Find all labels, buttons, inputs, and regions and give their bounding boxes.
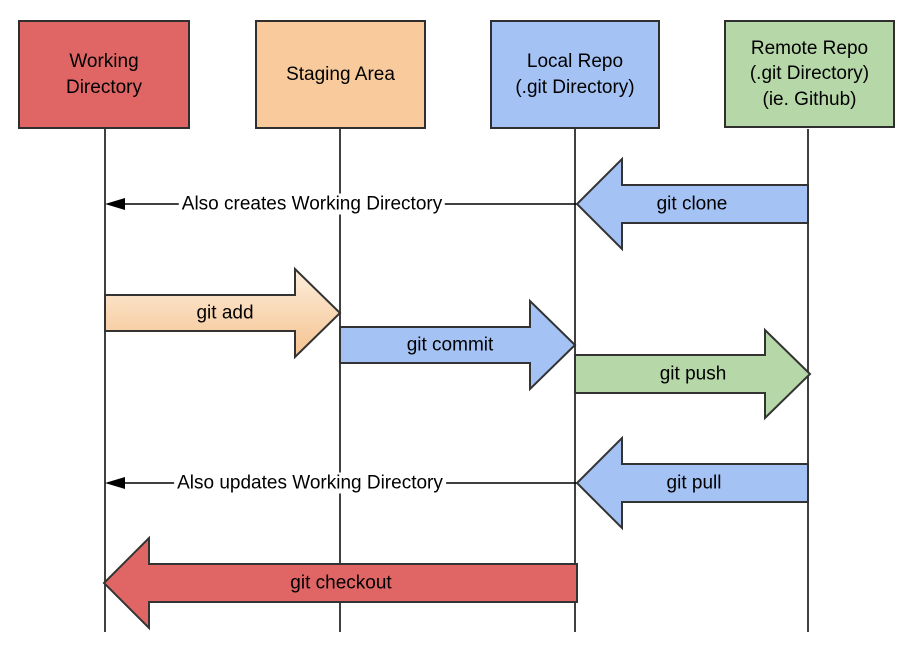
annotation-label-creates: Also creates Working Directory: [178, 193, 446, 215]
arrow-git-commit: [339, 298, 577, 392]
column-label-staging-area: Staging Area: [286, 63, 395, 85]
arrow-label-git-checkout: git checkout: [290, 572, 392, 594]
arrow-label-git-pull: git pull: [666, 472, 722, 494]
annotation-label-updates: Also updates Working Directory: [174, 472, 446, 494]
column-box-working-directory: Working Directory: [18, 20, 190, 129]
arrow-git-pull: [575, 435, 809, 531]
left-arrowhead-icon: [105, 477, 125, 489]
arrow-label-git-clone: git clone: [656, 193, 728, 215]
arrow-label-git-push: git push: [659, 363, 727, 385]
column-label-local-repo: Local Repo (.git Directory): [515, 51, 635, 98]
arrow-git-checkout: [102, 535, 578, 631]
column-label-working-directory: Working Directory: [65, 51, 142, 98]
arrow-label-git-add: git add: [196, 302, 254, 324]
arrow-git-clone: [575, 156, 809, 252]
column-box-local-repo: Local Repo (.git Directory): [490, 20, 660, 129]
column-box-remote-repo: Remote Repo (.git Directory) (ie. Github…: [724, 20, 895, 128]
column-box-staging-area: Staging Area: [255, 20, 426, 129]
arrow-label-git-commit: git commit: [406, 334, 494, 356]
left-arrowhead-icon: [105, 198, 125, 210]
column-label-remote-repo: Remote Repo (.git Directory) (ie. Github…: [749, 38, 870, 110]
arrow-git-push: [574, 327, 812, 421]
arrow-git-add: [104, 266, 342, 360]
